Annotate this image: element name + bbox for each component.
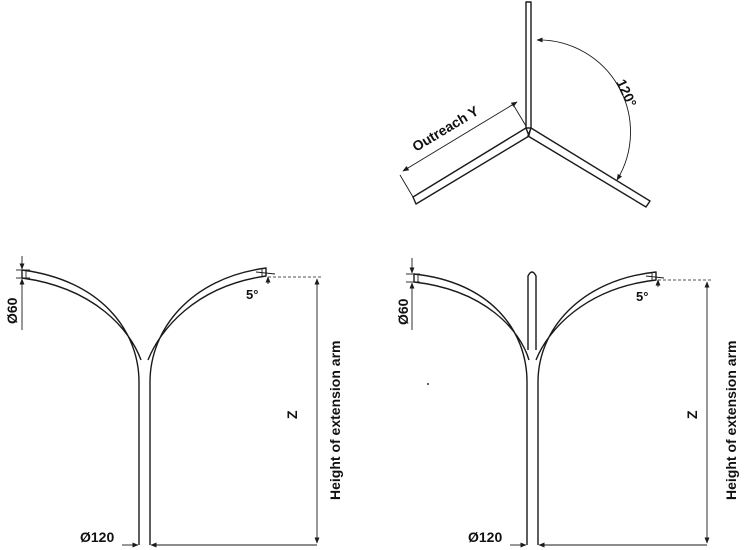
outreach-ext-1 xyxy=(513,105,527,127)
right-tilt-angle: 5° xyxy=(636,289,648,304)
right-base-diameter: Ø120 xyxy=(468,529,502,545)
outreach-label: Outreach Y xyxy=(409,102,482,154)
right-center-spike xyxy=(527,271,537,350)
right-z-label: Z xyxy=(684,410,700,419)
right-arm-diameter: Ø60 xyxy=(395,298,411,325)
stray-dot xyxy=(427,383,429,385)
angle-label: 120° xyxy=(613,77,640,110)
left-z-label: Z xyxy=(284,410,300,419)
outreach-ext-2 xyxy=(399,174,414,198)
right-tilt-line xyxy=(645,275,665,279)
left-arm-diameter: Ø60 xyxy=(4,297,20,324)
right-height-label: Height of extension arm xyxy=(723,341,739,500)
left-pole-view: Ø60 5° Z Height of extension arm Ø120 xyxy=(4,256,343,548)
left-arm-left xyxy=(21,269,142,383)
angle-arc xyxy=(536,37,631,181)
left-tilt-angle: 5° xyxy=(246,287,258,302)
top-arm-right xyxy=(527,127,651,208)
top-view: 120° Outreach Y xyxy=(399,1,651,208)
right-pole-shaft xyxy=(526,382,539,545)
right-arm-left xyxy=(413,273,530,383)
left-tilt-line xyxy=(255,271,276,275)
left-pole-shaft xyxy=(138,382,151,545)
outreach-dim-line xyxy=(402,101,518,172)
left-height-label: Height of extension arm xyxy=(327,341,343,500)
right-pole-view: Ø60 5° Z Height of extension arm Ø120 xyxy=(395,258,739,548)
right-arm-right xyxy=(535,271,657,383)
left-base-diameter: Ø120 xyxy=(80,529,114,545)
left-arm-right xyxy=(147,267,267,383)
top-arm-vertical xyxy=(525,1,532,129)
top-hub xyxy=(525,127,532,138)
